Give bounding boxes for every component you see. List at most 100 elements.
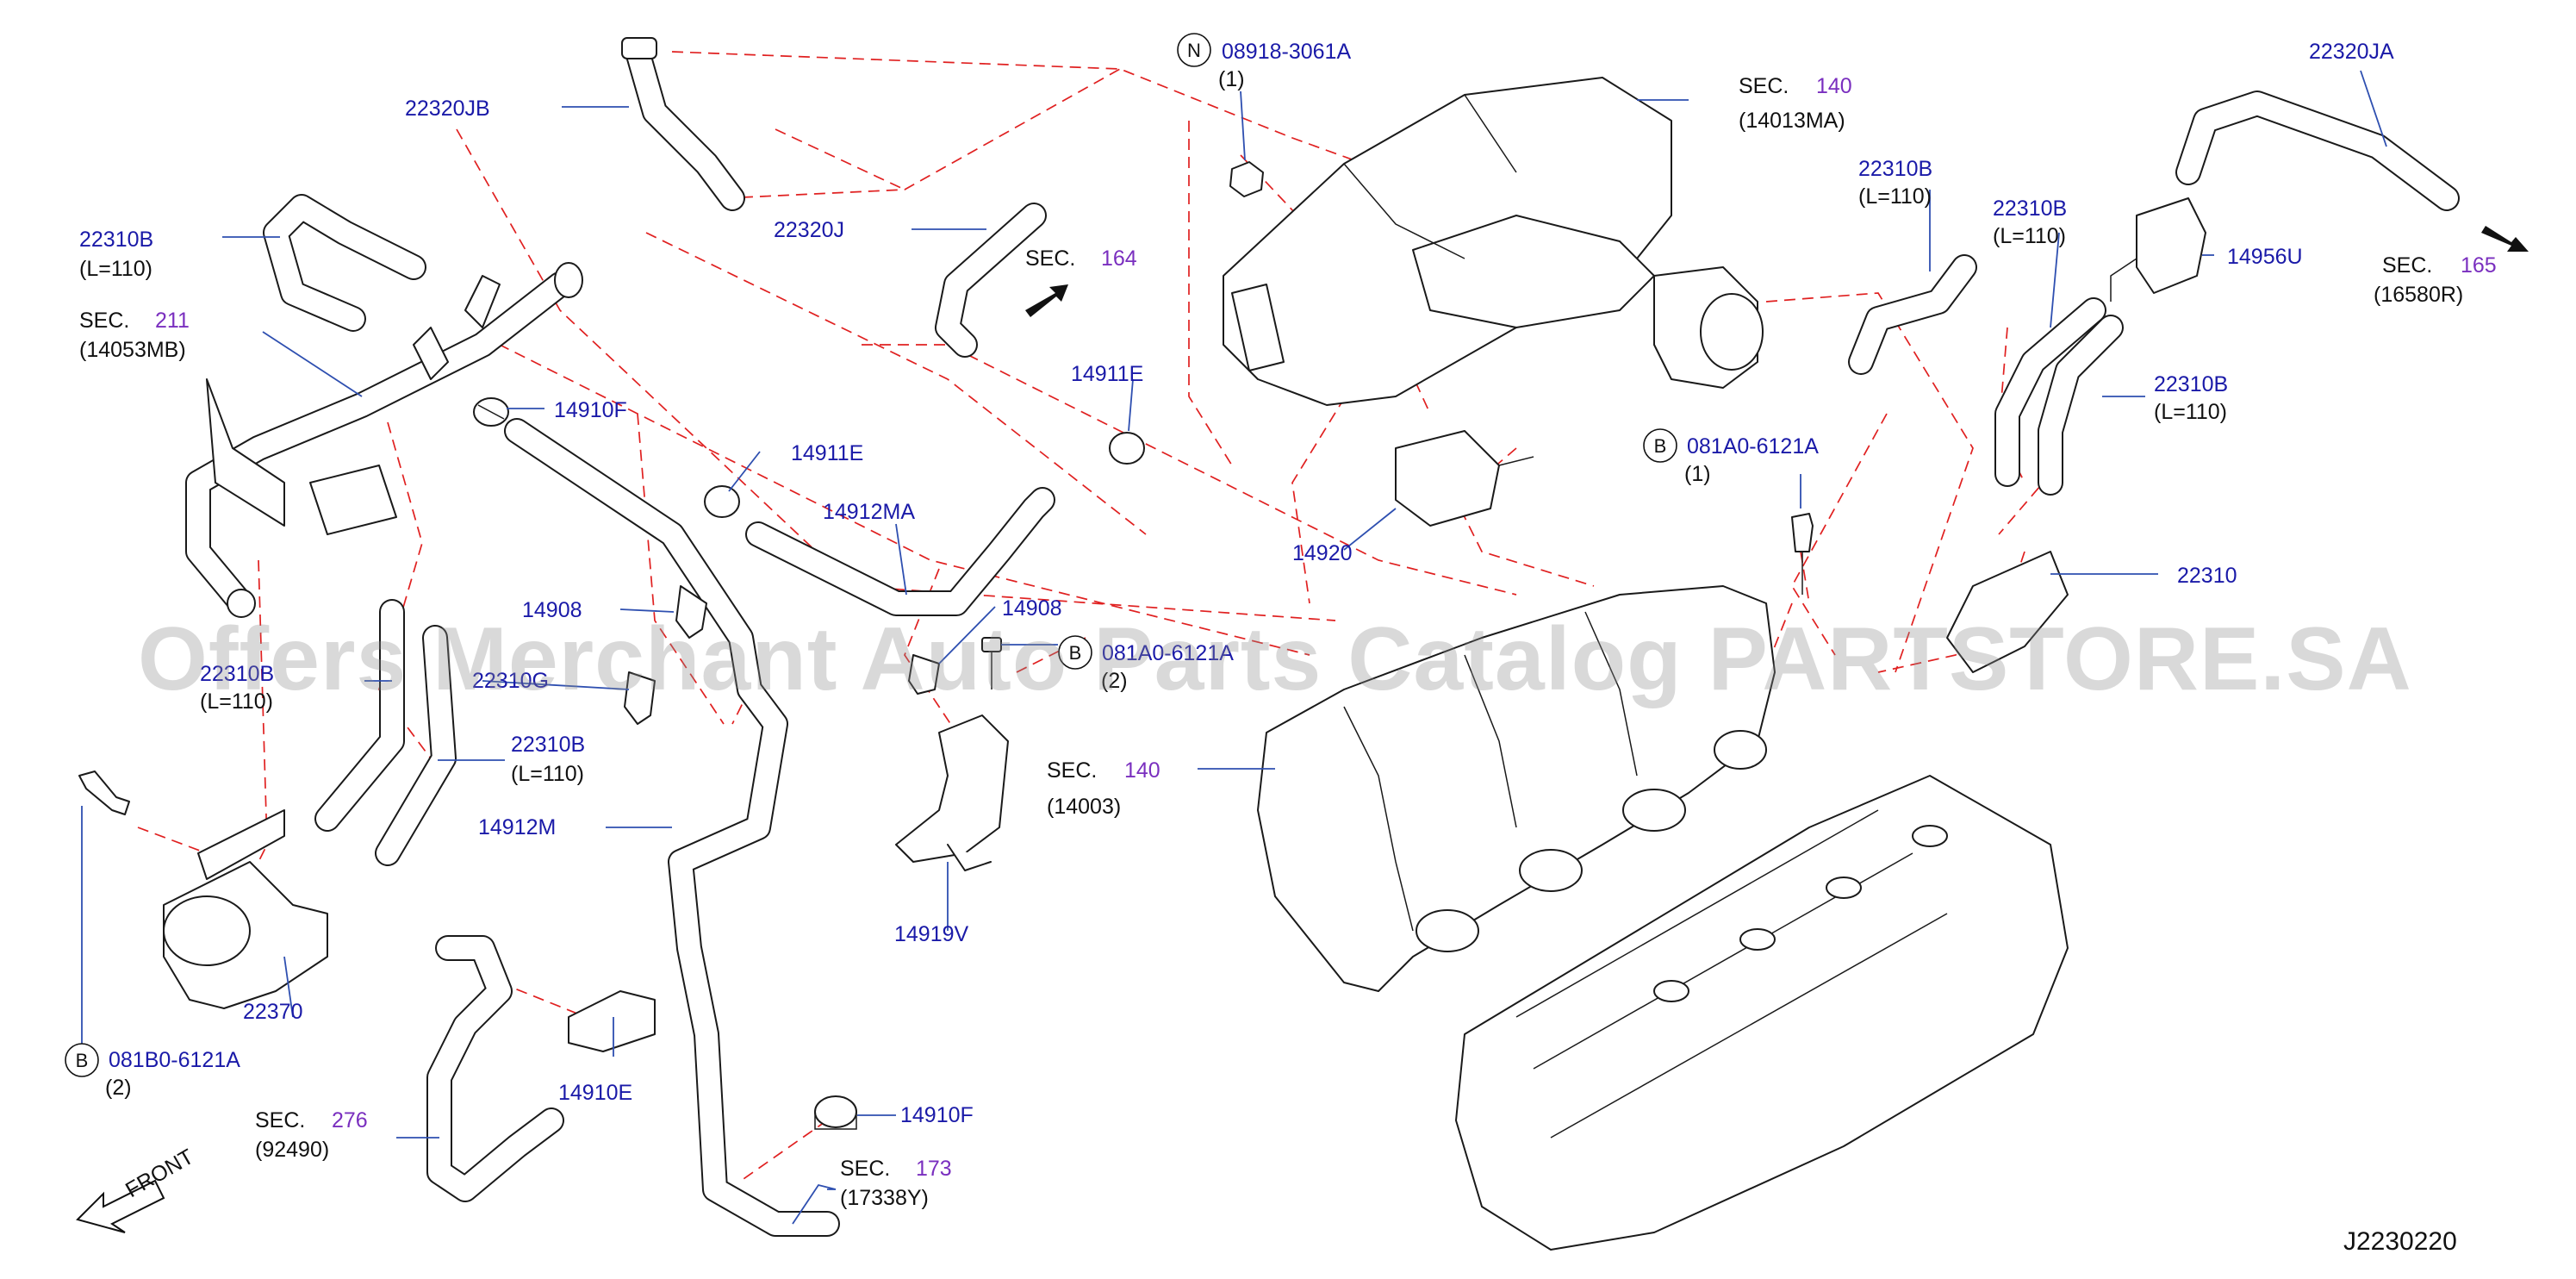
label-sec276-ref: (92490) [255,1138,329,1162]
label-sec276-num[interactable]: 276 [332,1108,368,1132]
label-bolt-081a0-right[interactable]: 081A0-6121A [1687,434,1819,459]
hose-22310b-right3[interactable] [2038,315,2124,496]
callout-bolt-mid: B [1058,635,1092,670]
label-22310g[interactable]: 22310G [472,669,549,693]
clip-22310g[interactable] [624,671,656,725]
diagram-code: J2230220 [2343,1227,2457,1256]
label-sec165-num[interactable]: 165 [2461,253,2497,278]
clamp-14910f-top[interactable] [473,397,509,427]
label-sec173-num[interactable]: 173 [916,1157,952,1181]
hose-sec276[interactable] [426,935,564,1202]
clip-14908-left[interactable] [675,585,707,639]
bolt-mid-letter: B [1069,642,1082,664]
label-14919v[interactable]: 14919V [894,922,969,946]
label-14910f-bottom[interactable]: 14910F [900,1103,974,1127]
hose-22310b-right1[interactable] [1848,254,1977,375]
callout-bolt-right: B [1643,428,1677,463]
label-sec211[interactable]: SEC. [79,309,129,333]
label-14920[interactable]: 14920 [1292,541,1353,565]
bracket-14919v[interactable] [895,714,1009,871]
label-14910e[interactable]: 14910E [558,1081,632,1105]
hose-14912m[interactable] [504,418,840,1237]
clamp-14910e[interactable] [568,990,656,1052]
arrow-sec164 [1025,284,1068,317]
vsv-14956u[interactable] [2110,197,2206,302]
label-22310b-right2-length: (L=110) [1993,224,2066,248]
bolt-081b0-6121a[interactable] [78,771,130,815]
hose-22320jb[interactable] [621,37,745,211]
label-14908-right[interactable]: 14908 [1002,596,1062,621]
label-sec140-mid-num[interactable]: 140 [1124,758,1160,783]
hose-22310b-midleft[interactable] [314,599,405,832]
label-22310b-topleft[interactable]: 22310B [79,228,153,252]
label-14956u[interactable]: 14956U [2227,245,2303,269]
label-nut-08918-qty: (1) [1218,67,1245,91]
label-bolt-081b0[interactable]: 081B0-6121A [109,1048,240,1072]
bolt-left-letter: B [76,1050,89,1071]
label-22310b-right1[interactable]: 22310B [1858,157,1932,181]
hose-22310b-topleft[interactable] [263,194,426,332]
canister-22370[interactable] [163,809,328,1009]
label-sec211-num[interactable]: 211 [155,309,190,333]
label-22320ja[interactable]: 22320JA [2309,40,2394,64]
label-sec140-top-ref: (14013MA) [1739,109,1845,133]
intake-manifold-14003[interactable] [1257,585,1776,992]
label-sec173-ref: (17338Y) [840,1186,929,1210]
label-22310b-midleft-length: (L=110) [200,689,273,714]
label-22370[interactable]: 22370 [243,1000,303,1024]
label-14908-left[interactable]: 14908 [522,598,582,622]
vsv-14920[interactable] [1395,430,1534,527]
label-22310b-topleft-length: (L=110) [79,257,152,281]
label-nut-08918[interactable]: 08918-3061A [1222,40,1351,64]
label-22310b-right2[interactable]: 22310B [1993,197,2067,221]
label-sec173[interactable]: SEC. [840,1157,890,1181]
label-sec164[interactable]: SEC. [1025,246,1075,271]
label-sec165[interactable]: SEC. [2382,253,2432,278]
label-22310b-low-length: (L=110) [511,762,584,786]
hose-14912ma[interactable] [745,487,1055,616]
callout-bolt-left: B [65,1043,99,1077]
intake-manifold-collector-14013ma[interactable] [1223,77,1764,406]
bolt-right-letter: B [1654,435,1667,457]
label-sec211-ref: (14053MB) [79,338,186,362]
clamp-14910f-bottom[interactable] [814,1095,857,1130]
water-pipe-14053mb[interactable] [185,262,583,618]
hose-22320j[interactable] [935,203,1047,358]
bolt-081a0-6121a-right[interactable] [1791,513,1814,595]
nut-letter: N [1187,40,1201,61]
label-14912m[interactable]: 14912M [478,815,556,839]
label-sec140-mid[interactable]: SEC. [1047,758,1097,783]
label-22310b-right3-length: (L=110) [2154,400,2227,424]
hose-22320ja[interactable] [2175,90,2460,211]
labels: 22320JB 22320J 22320JA 22310B (L=110) SE… [79,40,2497,1210]
clip-14908-right[interactable] [908,654,940,695]
label-22310b-right3[interactable]: 22310B [2154,372,2228,396]
label-sec164-num[interactable]: 164 [1101,246,1137,271]
label-14912ma[interactable]: 14912MA [823,500,915,524]
label-sec276[interactable]: SEC. [255,1108,305,1132]
label-22310b-low[interactable]: 22310B [511,733,585,757]
nut-08918-3061a[interactable] [1229,161,1264,197]
label-22310b-right1-length: (L=110) [1858,184,1932,209]
label-sec165-ref: (16580R) [2374,283,2463,307]
bracket-22310[interactable] [1946,551,2069,673]
label-14911e-center[interactable]: 14911E [1071,362,1143,386]
label-22310b-midleft[interactable]: 22310B [200,662,274,686]
label-bolt-081a0-mid-qty: (2) [1101,669,1128,693]
label-sec140-top[interactable]: SEC. [1739,74,1789,98]
hose-22310b-right2[interactable] [1994,297,2106,487]
clamp-14911e-left[interactable] [704,485,740,518]
label-22320j[interactable]: 22320J [774,218,844,242]
arrow-sec165 [2481,226,2529,252]
label-bolt-081b0-qty: (2) [105,1076,132,1100]
label-sec140-top-num[interactable]: 140 [1816,74,1852,98]
label-bolt-081a0-right-qty: (1) [1684,462,1711,486]
clamp-14911e-center[interactable] [1109,432,1145,465]
label-14911e-left[interactable]: 14911E [791,441,863,465]
label-22320jb[interactable]: 22320JB [405,97,490,121]
label-22310[interactable]: 22310 [2177,564,2237,588]
label-bolt-081a0-mid[interactable]: 081A0-6121A [1102,641,1234,665]
hose-22310b-low[interactable] [375,625,457,866]
label-14910f-top[interactable]: 14910F [554,398,627,422]
